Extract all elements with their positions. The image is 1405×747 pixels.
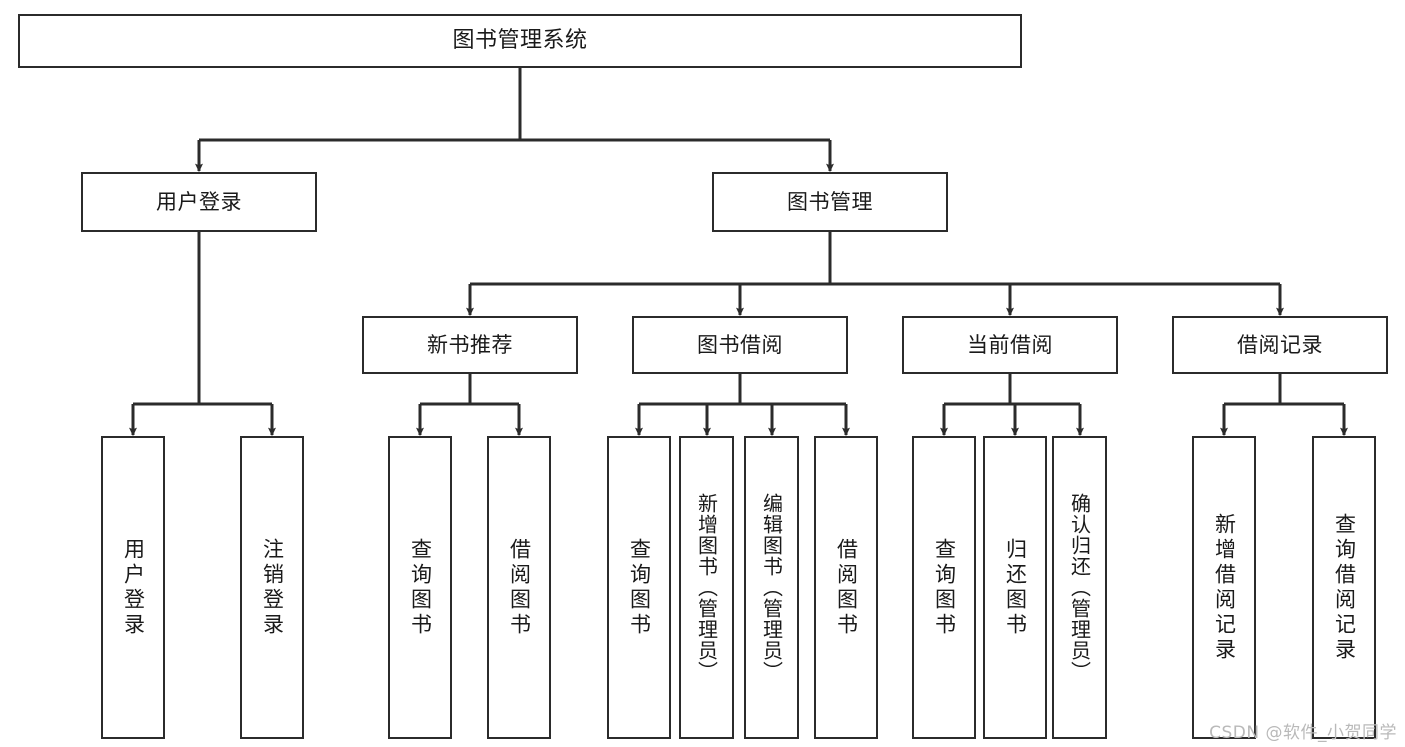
- node-label-records: 借阅记录: [1237, 332, 1323, 357]
- node-label-newbook: 新书推荐: [427, 332, 513, 357]
- node-label-l-login: 用户登录: [121, 537, 146, 638]
- node-l-logout[interactable]: 注销登录: [240, 436, 304, 739]
- node-current[interactable]: 当前借阅: [902, 316, 1118, 374]
- node-l-nb-query[interactable]: 查询图书: [388, 436, 452, 739]
- node-label-current: 当前借阅: [967, 332, 1053, 357]
- node-label-l-bk-query: 查询图书: [627, 537, 652, 638]
- node-label-l-cu-query: 查询图书: [932, 537, 957, 638]
- node-l-bk-edit[interactable]: 编辑图书（管理员）: [744, 436, 799, 739]
- node-label-borrow: 图书借阅: [697, 332, 783, 357]
- node-l-rc-add[interactable]: 新增借阅记录: [1192, 436, 1256, 739]
- node-l-nb-borrow[interactable]: 借阅图书: [487, 436, 551, 739]
- node-label-l-logout: 注销登录: [260, 537, 285, 638]
- node-l-cu-query[interactable]: 查询图书: [912, 436, 976, 739]
- node-l-bk-borrow[interactable]: 借阅图书: [814, 436, 878, 739]
- node-login[interactable]: 用户登录: [81, 172, 317, 232]
- node-root[interactable]: 图书管理系统: [18, 14, 1022, 68]
- node-l-cu-return[interactable]: 归还图书: [983, 436, 1047, 739]
- node-label-l-bk-borrow: 借阅图书: [834, 537, 859, 638]
- node-bookmgmt[interactable]: 图书管理: [712, 172, 948, 232]
- node-label-l-cu-return: 归还图书: [1003, 537, 1028, 638]
- node-label-l-bk-edit: 编辑图书（管理员）: [759, 493, 784, 682]
- node-label-root: 图书管理系统: [452, 28, 588, 54]
- node-label-bookmgmt: 图书管理: [787, 189, 873, 214]
- node-label-l-rc-query: 查询借阅记录: [1332, 512, 1357, 663]
- node-l-rc-query[interactable]: 查询借阅记录: [1312, 436, 1376, 739]
- node-l-login[interactable]: 用户登录: [101, 436, 165, 739]
- node-label-l-cu-confirm: 确认归还（管理员）: [1067, 493, 1092, 682]
- node-l-cu-confirm[interactable]: 确认归还（管理员）: [1052, 436, 1107, 739]
- watermark-label: CSDN @软件_小贺同学: [1209, 723, 1397, 743]
- node-newbook[interactable]: 新书推荐: [362, 316, 578, 374]
- node-l-bk-add[interactable]: 新增图书（管理员）: [679, 436, 734, 739]
- node-label-login: 用户登录: [156, 189, 242, 214]
- node-label-l-nb-query: 查询图书: [408, 537, 433, 638]
- node-label-l-bk-add: 新增图书（管理员）: [694, 493, 719, 682]
- node-records[interactable]: 借阅记录: [1172, 316, 1388, 374]
- node-label-l-nb-borrow: 借阅图书: [507, 537, 532, 638]
- edge-paths: [129, 68, 1348, 437]
- node-label-l-rc-add: 新增借阅记录: [1212, 512, 1237, 663]
- node-borrow[interactable]: 图书借阅: [632, 316, 848, 374]
- node-l-bk-query[interactable]: 查询图书: [607, 436, 671, 739]
